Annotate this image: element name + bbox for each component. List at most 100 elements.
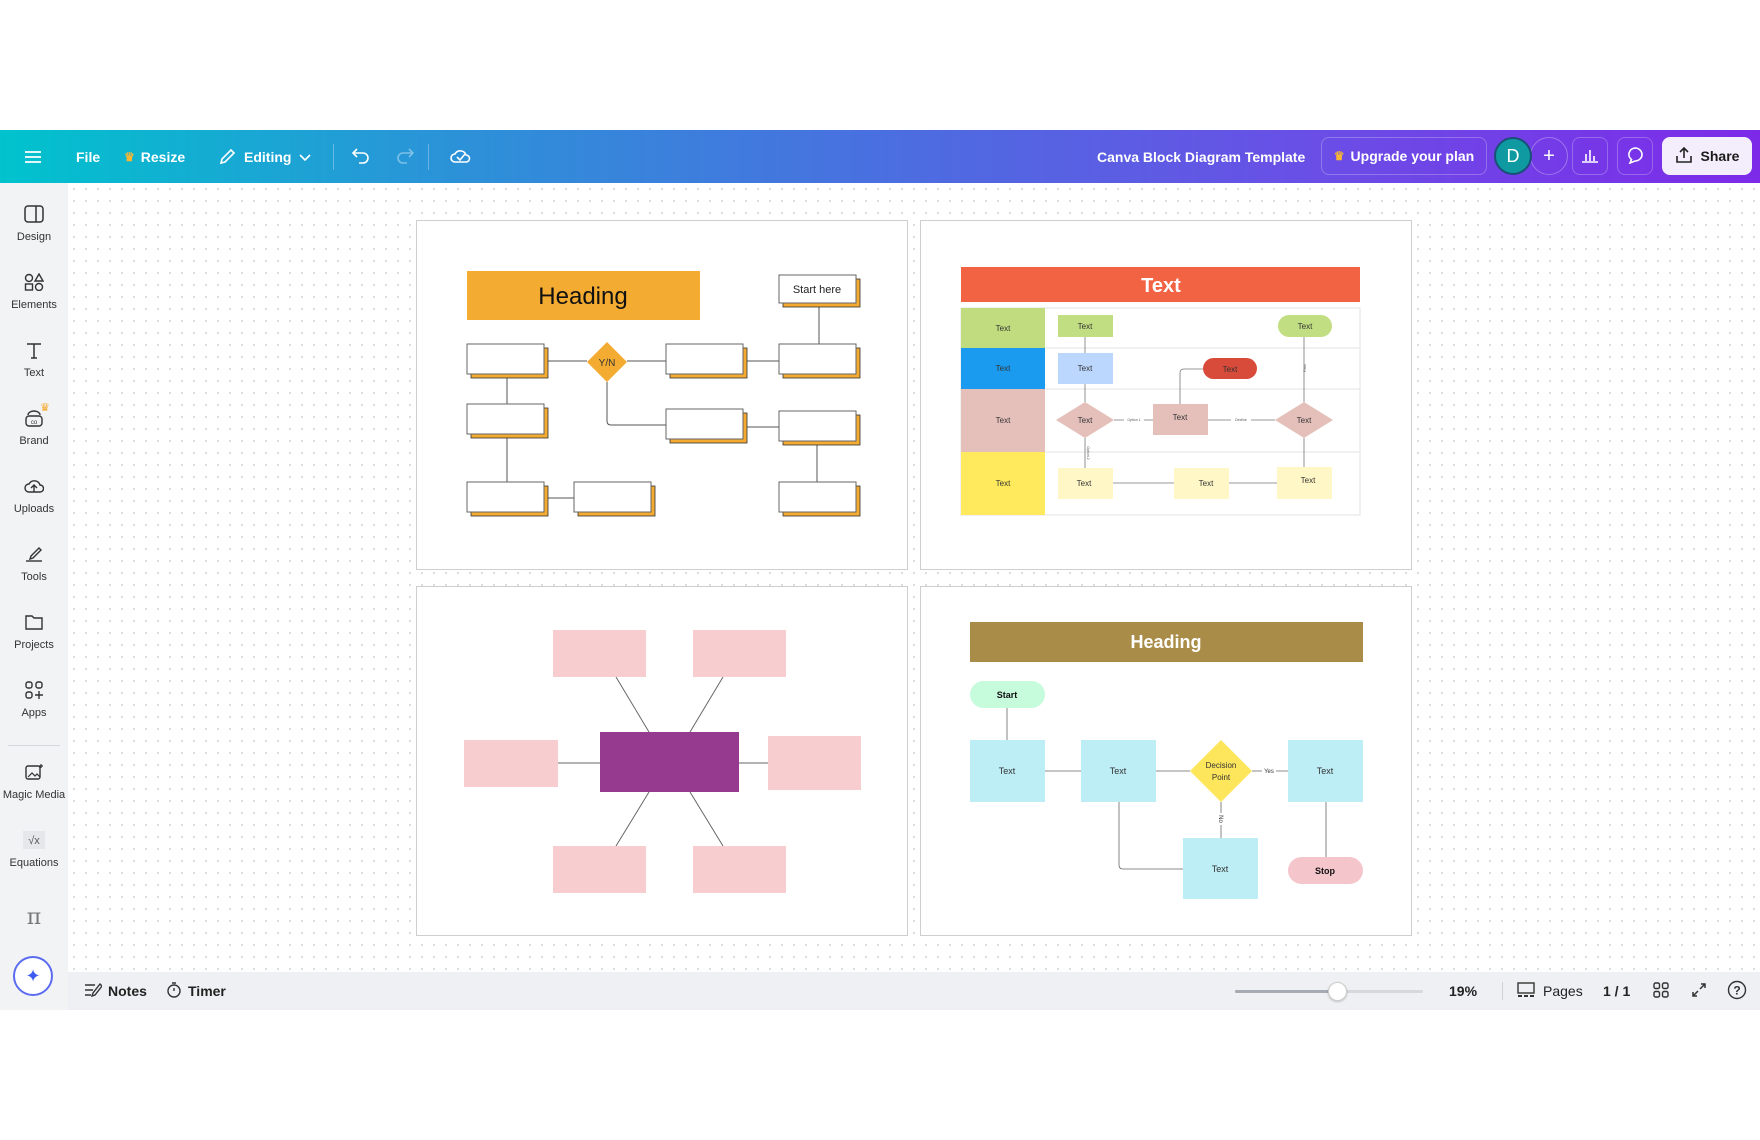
document-title[interactable]: Canva Block Diagram Template bbox=[1097, 148, 1306, 165]
editing-mode-button[interactable]: Editing bbox=[218, 130, 312, 183]
svg-text:√x: √x bbox=[28, 835, 40, 847]
node-text: Text bbox=[1223, 365, 1238, 374]
avatar[interactable]: D bbox=[1494, 137, 1532, 175]
design-canvas[interactable]: Heading Start here Y/N Text Text Text Te… bbox=[68, 183, 1760, 972]
sidebar-label: Design bbox=[16, 231, 52, 243]
start-text: Start bbox=[997, 690, 1018, 700]
lane-label: Text bbox=[996, 479, 1011, 488]
crown-icon: ♛ bbox=[124, 149, 135, 164]
decision-diamond bbox=[587, 342, 627, 382]
sidebar-label: Brand bbox=[19, 435, 49, 447]
help-button[interactable]: ? bbox=[1727, 972, 1747, 1010]
redo-button[interactable] bbox=[395, 130, 415, 183]
page-flowchart[interactable]: Heading Start Text Text Decision Point T… bbox=[920, 586, 1412, 936]
node-text: Text bbox=[1298, 322, 1313, 331]
share-button[interactable]: Share bbox=[1662, 137, 1752, 175]
undo-icon bbox=[351, 146, 371, 167]
pi-app-icon[interactable]: π bbox=[26, 905, 42, 930]
divider bbox=[428, 144, 429, 170]
zoom-slider[interactable] bbox=[1235, 982, 1423, 1001]
file-menu[interactable]: File bbox=[76, 148, 101, 165]
comments-button[interactable] bbox=[1617, 137, 1653, 175]
node-text: Text bbox=[1301, 476, 1316, 485]
sidebar-item-elements[interactable]: Elements bbox=[0, 273, 68, 311]
shapes-icon bbox=[24, 273, 44, 291]
zoom-level[interactable]: 19% bbox=[1449, 983, 1478, 999]
comment-icon bbox=[1626, 146, 1644, 167]
page-swimlane-diagram[interactable]: Text Text Text Text Text Text bbox=[920, 220, 1412, 570]
menu-button[interactable] bbox=[24, 130, 42, 183]
block-diagram-orange: Heading Start here Y/N bbox=[466, 271, 861, 517]
resize-button[interactable]: ♛Resize bbox=[124, 130, 185, 183]
node-text: Text bbox=[1297, 416, 1312, 425]
bottom-bar: Notes Timer 19% Pages 1 / 1 ? bbox=[68, 972, 1760, 1010]
pages-icon bbox=[1517, 981, 1535, 1001]
undo-button[interactable] bbox=[351, 130, 371, 183]
flowchart-diagram: Heading Start Text Text Decision Point T… bbox=[970, 622, 1363, 899]
page-mind-map[interactable] bbox=[416, 586, 908, 936]
sidebar-label: Apps bbox=[21, 707, 47, 719]
cloud-check-icon bbox=[449, 146, 471, 167]
editing-label: Editing bbox=[244, 148, 292, 165]
svg-text:?: ? bbox=[1733, 983, 1740, 997]
pages-button[interactable]: Pages bbox=[1517, 972, 1583, 1010]
sidebar-item-magic-media[interactable]: Magic Media bbox=[0, 763, 68, 801]
grid-view-button[interactable] bbox=[1653, 972, 1669, 1010]
yn-text: Y/N bbox=[599, 358, 616, 369]
timer-label: Timer bbox=[188, 983, 226, 999]
divider bbox=[333, 144, 334, 170]
sidebar-item-uploads[interactable]: Uploads bbox=[0, 477, 68, 515]
magic-image-icon bbox=[25, 764, 43, 780]
page-block-diagram-1[interactable]: Heading Start here Y/N bbox=[416, 220, 908, 570]
magic-assistant-button[interactable]: ✦ bbox=[13, 956, 53, 996]
add-collaborator-button[interactable]: + bbox=[1530, 137, 1568, 175]
share-label: Share bbox=[1700, 148, 1740, 164]
sidebar-label: Equations bbox=[9, 857, 59, 869]
stop-text: Stop bbox=[1315, 866, 1335, 876]
heading-text: Heading bbox=[538, 283, 627, 310]
sidebar-item-text[interactable]: Text bbox=[0, 341, 68, 379]
fullscreen-button[interactable] bbox=[1691, 972, 1707, 1010]
folder-icon bbox=[25, 615, 43, 630]
notes-button[interactable]: Notes bbox=[84, 972, 147, 1010]
mind-map-node bbox=[693, 630, 786, 677]
edge-label: Pass bbox=[1303, 364, 1307, 372]
sidebar-label: Text bbox=[23, 367, 45, 379]
page-counter[interactable]: 1 / 1 bbox=[1603, 983, 1631, 999]
top-toolbar: File ♛Resize Editing Canva Block Diagram… bbox=[0, 130, 1760, 183]
plus-icon: + bbox=[1543, 144, 1555, 167]
upgrade-plan-button[interactable]: ♛Upgrade your plan bbox=[1321, 137, 1487, 175]
save-status-button[interactable] bbox=[449, 130, 471, 183]
analytics-button[interactable] bbox=[1572, 137, 1608, 175]
help-icon: ? bbox=[1727, 980, 1747, 1003]
decision-text: Point bbox=[1212, 773, 1231, 782]
mind-map-node bbox=[553, 846, 646, 893]
sidebar-item-apps[interactable]: Apps bbox=[0, 681, 68, 719]
apps-icon bbox=[25, 681, 43, 699]
zoom-slider-thumb[interactable] bbox=[1327, 982, 1347, 1001]
edge-label: Option 1 bbox=[1127, 418, 1140, 422]
sidebar-item-tools[interactable]: Tools bbox=[0, 545, 68, 583]
sidebar-label: Uploads bbox=[13, 503, 55, 515]
node-text: Text bbox=[1317, 766, 1334, 776]
flowchart-heading: Heading bbox=[1130, 632, 1201, 652]
decision-text: Decision bbox=[1206, 761, 1237, 770]
layout-icon bbox=[24, 205, 44, 223]
notes-icon bbox=[84, 982, 103, 1001]
expand-icon bbox=[1691, 982, 1707, 1001]
bar-chart-icon bbox=[1581, 147, 1599, 166]
grid-icon bbox=[1653, 981, 1669, 1001]
text-t-icon bbox=[27, 343, 41, 359]
upgrade-label: Upgrade your plan bbox=[1350, 148, 1475, 164]
mind-map-node bbox=[693, 846, 786, 893]
timer-button[interactable]: Timer bbox=[166, 972, 226, 1010]
brand-icon: co bbox=[25, 410, 43, 427]
sidebar-item-projects[interactable]: Projects bbox=[0, 613, 68, 651]
sidebar-item-design[interactable]: Design bbox=[0, 205, 68, 243]
node-text: Text bbox=[1173, 413, 1188, 422]
sidebar-label: Projects bbox=[14, 639, 54, 651]
zoom-slider-fill bbox=[1235, 990, 1337, 993]
